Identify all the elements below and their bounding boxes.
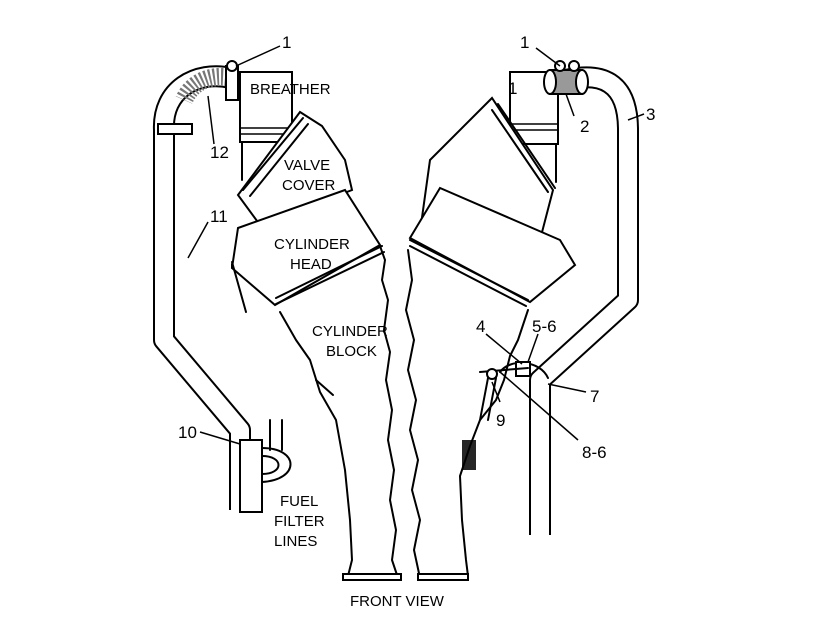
- leader-lines: [187, 45, 645, 445]
- callout-right-clamp: 1: [520, 33, 529, 52]
- label-fuel-line1: FUEL: [280, 493, 318, 510]
- left-breather-tube: [152, 60, 292, 513]
- label-breather: BREATHER: [250, 81, 331, 98]
- label-cylinder-block-line2: BLOCK: [326, 343, 377, 360]
- label-cylinder-head-line2: HEAD: [290, 256, 332, 273]
- right-engine-outline: [405, 71, 577, 581]
- callout-left-hose: 12: [210, 143, 229, 162]
- label-fuel-line3: LINES: [274, 533, 317, 550]
- label-cylinder-head-line1: CYLINDER: [274, 236, 350, 253]
- label-fuel-line2: FILTER: [274, 513, 325, 530]
- label-valve-cover-line1: VALVE: [284, 157, 330, 174]
- part-labels: BREATHER VALVE COVER CYLINDER HEAD CYLIN…: [250, 81, 445, 610]
- diagram-caption: FRONT VIEW: [350, 593, 445, 610]
- callout-right-breather: 1: [508, 79, 517, 98]
- callout-right-hose: 2: [580, 117, 589, 136]
- label-valve-cover-line2: COVER: [282, 177, 336, 194]
- left-breather-body: [239, 71, 293, 143]
- bracket-9: [479, 377, 489, 421]
- callout-left-bracket: 10: [178, 423, 197, 442]
- left-bracket-10: [239, 439, 263, 513]
- callout-numbers: 1 12 11 10 1 1 2 3 4 5-6 7 9 8-6: [178, 33, 655, 462]
- callout-screw-washer: 8-6: [582, 443, 607, 462]
- callout-bolt: 4: [476, 317, 485, 336]
- left-engine-outline: [230, 71, 402, 581]
- left-cylinder-head: [230, 188, 382, 307]
- callout-left-clamp: 1: [282, 33, 291, 52]
- left-mid-clamp: [157, 123, 193, 135]
- callout-left-tube: 11: [210, 207, 228, 226]
- callout-bracket: 9: [496, 411, 505, 430]
- callout-clip: 7: [590, 387, 599, 406]
- callout-nut-washer: 5-6: [532, 317, 557, 336]
- callout-right-tube: 3: [646, 105, 655, 124]
- label-cylinder-block-line1: CYLINDER: [312, 323, 388, 340]
